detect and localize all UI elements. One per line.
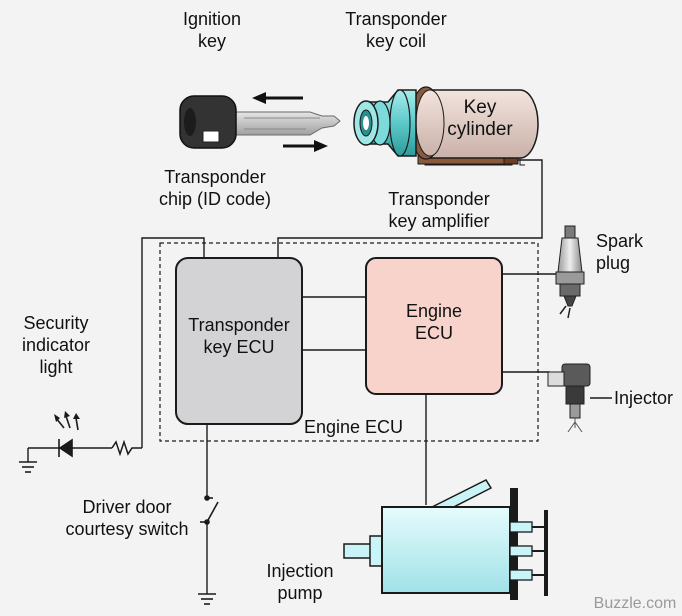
security-indicator-light-label: Security indicator light <box>21 313 91 377</box>
transponder-key-amplifier-label: Transponder key amplifier <box>388 189 490 231</box>
key-insert-arrows <box>252 92 328 152</box>
injector-label: Injector <box>614 388 674 408</box>
resistor-icon <box>111 439 142 457</box>
spark-plug-icon <box>555 225 585 319</box>
injection-pump-icon <box>343 479 548 600</box>
engine-ecu-label: Engine ECU <box>405 301 463 343</box>
switch-icon <box>200 495 219 525</box>
ground-icon <box>19 461 216 605</box>
transponder-key-coil-label: Transponder key coil <box>345 9 447 51</box>
transponder-key-ecu-label: Transponder key ECU <box>188 315 290 357</box>
watermark: Buzzle.com <box>593 595 677 612</box>
key-cylinder-label: Key cylinder <box>447 97 513 140</box>
injection-pump-label: Injection pump <box>266 561 334 603</box>
engine-ecu-boundary-label: Engine ECU <box>304 417 404 437</box>
spark-plug-label: Spark plug <box>596 231 644 273</box>
ignition-key-icon <box>179 95 341 149</box>
injector-icon <box>547 363 591 433</box>
driver-door-switch-label: Driver door courtesy switch <box>65 497 189 539</box>
engine-ecu-boundary <box>159 242 539 442</box>
key-cylinder-icon <box>353 86 539 166</box>
ignition-key-label: Ignition key <box>182 9 242 51</box>
transponder-key-ecu-box <box>175 257 303 425</box>
engine-ecu-box <box>365 257 503 395</box>
led-icon <box>54 411 80 458</box>
wiring <box>27 159 612 594</box>
transponder-chip-label: Transponder chip (ID code) <box>158 167 272 209</box>
